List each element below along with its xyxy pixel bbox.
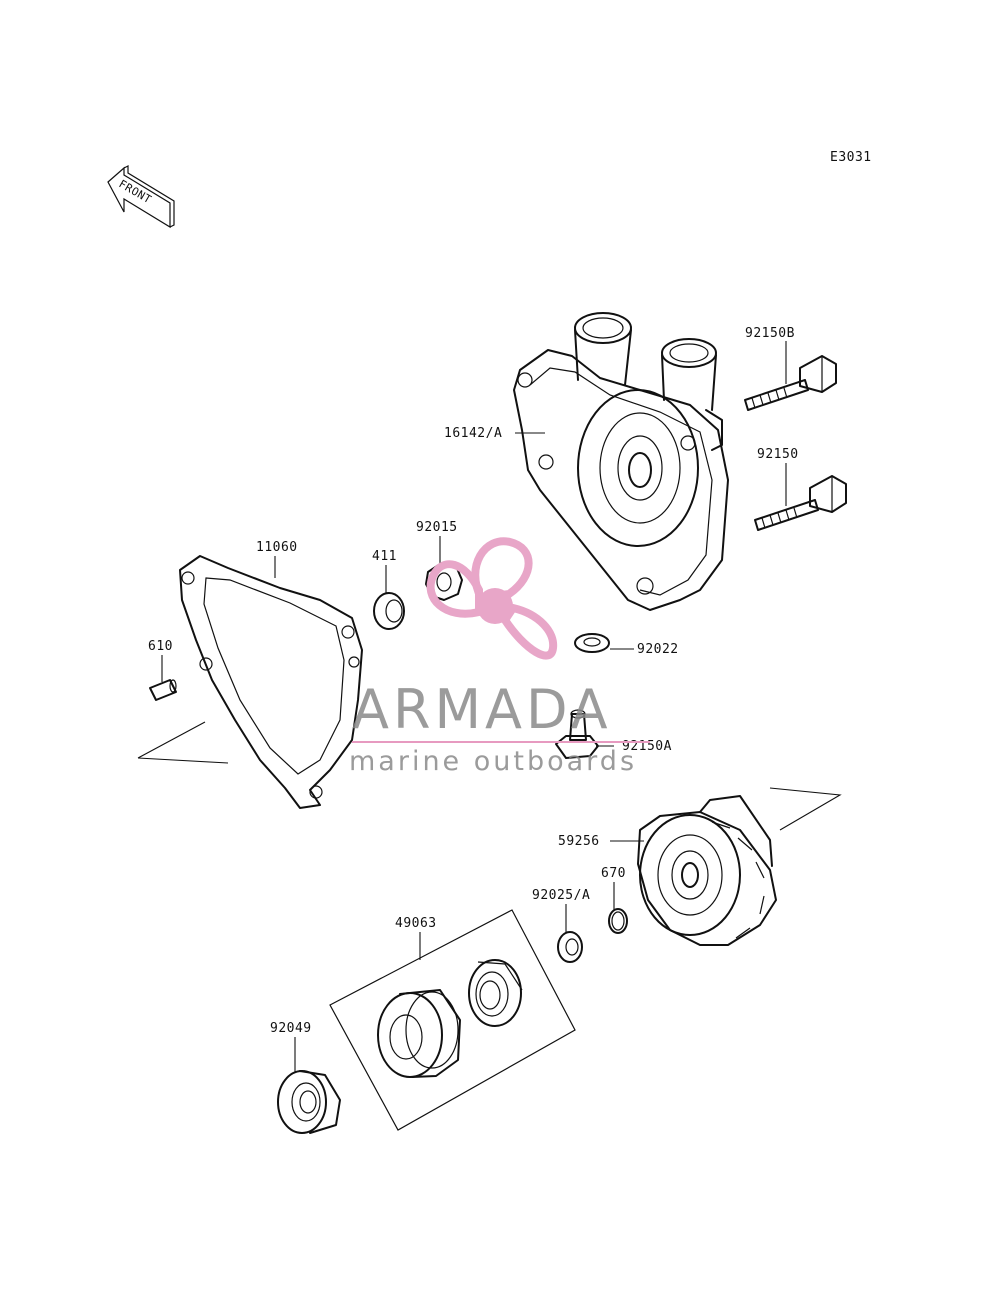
gasket-11060-part <box>179 555 363 809</box>
label-92150b: 92150B <box>745 326 795 341</box>
watermark-tagline: marine outboards <box>349 746 637 777</box>
mechanical-seal-49063-part <box>329 909 576 1131</box>
bolt-92150-part <box>754 475 847 531</box>
watermark-brand: ARMADA <box>352 678 612 741</box>
label-59256: 59256 <box>558 834 600 849</box>
diagram-code: E3031 <box>830 150 872 165</box>
dowel-pin-610-part <box>149 679 177 701</box>
bolt-92150b-part <box>744 355 837 411</box>
label-92025: 92025/A <box>532 888 590 903</box>
label-92150: 92150 <box>757 447 799 462</box>
label-16142: 16142/A <box>444 426 502 441</box>
label-49063: 49063 <box>395 916 437 931</box>
label-411: 411 <box>372 549 397 564</box>
front-arrow-icon: FRONT <box>107 165 175 229</box>
label-92015: 92015 <box>416 520 458 535</box>
alignment-guide-right <box>769 787 842 831</box>
label-610: 610 <box>148 639 173 654</box>
oil-seal-92049-part <box>277 1070 341 1134</box>
washer-92022-part <box>574 633 610 653</box>
o-ring-670-part <box>608 908 628 934</box>
propeller-logo-icon <box>426 537 558 660</box>
impeller-59256-part <box>637 795 777 946</box>
pump-cover-part <box>513 312 729 611</box>
alignment-guide-left <box>137 721 229 764</box>
label-670: 670 <box>601 866 626 881</box>
washer-92025-part <box>557 931 583 963</box>
label-11060: 11060 <box>256 540 298 555</box>
armada-watermark: ARMADA marine outboards <box>349 537 650 777</box>
label-92049: 92049 <box>270 1021 312 1036</box>
label-92022: 92022 <box>637 642 679 657</box>
washer-411-part <box>373 592 405 630</box>
